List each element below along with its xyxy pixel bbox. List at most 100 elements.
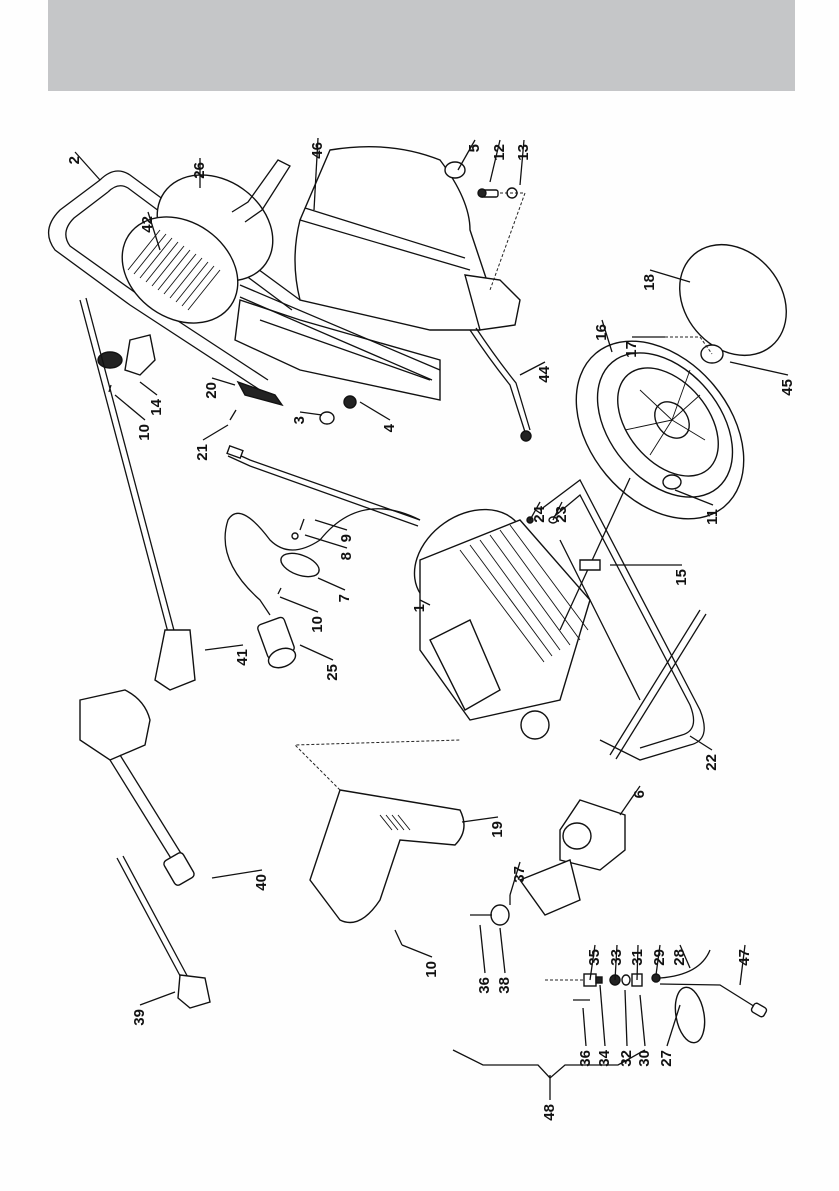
leader-line-c-5 (457, 139, 476, 171)
leader-line-c-36a (479, 924, 486, 974)
bolt-12 (477, 188, 499, 198)
callout-label: 42 (139, 216, 156, 233)
leader-line-c-12 (489, 139, 501, 183)
leader-line-c-32 (624, 989, 628, 1047)
callout-label: 46 (309, 142, 326, 159)
leader-line-c-39 (139, 991, 176, 1006)
callout-label: 36 (476, 977, 493, 994)
leader-line-c-8 (304, 534, 348, 549)
foot-15 (579, 559, 601, 571)
leader-line-c-38 (499, 927, 506, 974)
hose-reel (121, 159, 291, 324)
washer-13 (489, 187, 526, 291)
callout-label: 13 (515, 144, 532, 161)
callout-label: 24 (531, 505, 548, 522)
leader-line-c-2 (74, 151, 101, 181)
bracket-48 (452, 1049, 646, 1079)
nut-3 (319, 411, 335, 425)
screw-9 (299, 518, 305, 531)
callout-label: 25 (324, 664, 341, 681)
hook-14 (97, 334, 156, 376)
cross-bar-lower (239, 296, 433, 381)
callout-label: 19 (489, 821, 506, 838)
leader-line-c-29 (655, 944, 661, 976)
leader-line-c-31 (636, 944, 639, 981)
leader-line-c-10b (279, 596, 319, 613)
callout-label: 33 (608, 949, 625, 966)
callout-label: 48 (541, 1104, 558, 1121)
housing-shell (234, 145, 521, 401)
callout-label: 1 (411, 604, 428, 612)
leader-line-c-9 (314, 519, 348, 531)
wheel-cap-18 (679, 243, 787, 357)
callout-label: 22 (703, 754, 720, 771)
leader-line-c-13 (519, 139, 525, 186)
strain-relief-7 (280, 552, 320, 578)
leader-line-c-20 (211, 377, 236, 386)
leader-line-c-11 (674, 489, 714, 506)
motor-1 (413, 508, 591, 740)
wheel-16 (575, 340, 745, 520)
cover-dash (293, 739, 461, 791)
callout-label: 21 (194, 444, 211, 461)
callout-label: 15 (673, 569, 690, 586)
leader-line-c-40 (211, 869, 263, 879)
cover-19 (309, 789, 465, 924)
bracket-6 (518, 799, 626, 916)
callout-label: 40 (253, 874, 270, 891)
leader-line-c-3 (299, 411, 323, 416)
callout-label: 35 (586, 949, 603, 966)
callout-label: 14 (148, 398, 165, 415)
leader-line-c-30 (639, 994, 646, 1047)
callout-label: 17 (623, 341, 640, 358)
leader-line-c-1 (419, 599, 431, 606)
leader-line-c-10a (114, 394, 146, 421)
callout-label: 4 (381, 423, 398, 432)
leader-line-c-18 (649, 269, 691, 283)
leader-line-c-22 (689, 735, 713, 751)
cap-4 (343, 395, 357, 409)
leader-line-c-47 (739, 944, 746, 986)
hose-44 (469, 329, 526, 433)
base-frame-22 (539, 477, 707, 761)
leader-line-c-44 (519, 361, 546, 376)
lance-41 (79, 297, 196, 691)
leader-line-c-21 (202, 424, 229, 441)
callout-label: 8 (338, 552, 355, 560)
callout-label: 45 (779, 379, 796, 396)
knob-38 (490, 904, 510, 926)
leader-line-c-33 (614, 944, 618, 981)
leader-line-c-36b (582, 1007, 587, 1047)
callout-label: 28 (671, 949, 688, 966)
leader-line-c-19 (461, 816, 499, 823)
callout-label: 34 (596, 1049, 613, 1066)
leader-line-c-6 (619, 785, 641, 816)
callout-label: 3 (291, 416, 308, 424)
callout-label: 10 (423, 961, 440, 978)
leader-line-c-45 (729, 361, 789, 376)
screw-21 (229, 409, 237, 421)
callout-label: 10 (309, 616, 326, 633)
callout-label: 23 (553, 506, 570, 523)
callout-label: 7 (336, 594, 353, 602)
leader-line-c-25 (299, 644, 334, 661)
callout-label: 5 (466, 144, 483, 152)
callout-label: 29 (651, 949, 668, 966)
washer-11 (662, 474, 682, 490)
callout-label: 16 (593, 324, 610, 341)
leader-line-c-46 (313, 137, 319, 211)
leader-line-c-34 (599, 984, 606, 1047)
callout-label: 18 (641, 274, 658, 291)
leader-line-c-24 (529, 501, 541, 521)
callout-label: 9 (338, 534, 355, 542)
valve-assembly (545, 949, 768, 1044)
callout-label: 37 (511, 866, 528, 883)
leader-line-c-10c (401, 944, 433, 958)
header-band (48, 0, 795, 91)
callout-label: 27 (658, 1050, 675, 1067)
trigger-gun-40 (79, 689, 195, 886)
callout-label: 10 (136, 424, 153, 441)
leader-line-c-42 (147, 211, 161, 251)
leader-line-c-4 (359, 401, 391, 421)
